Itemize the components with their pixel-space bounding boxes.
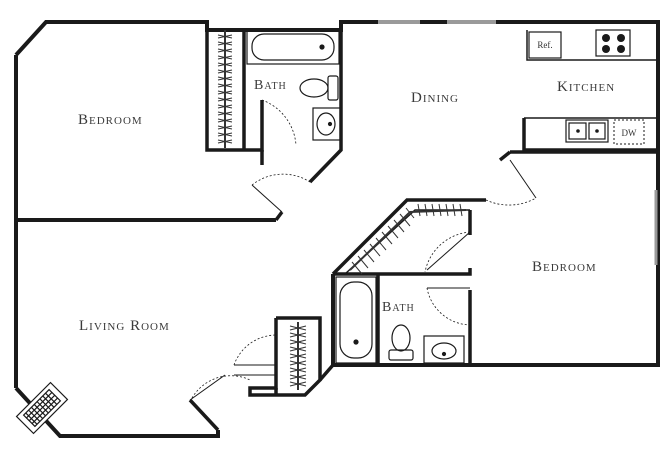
room-label-kitchen: Kitchen	[557, 79, 616, 95]
toilet-2	[388, 324, 414, 361]
room-label-bedroom-2: Bedroom	[532, 259, 597, 275]
room-label-dining: Dining	[411, 90, 459, 106]
sink-2	[423, 335, 465, 364]
door-leaves	[234, 159, 537, 376]
room-label-bedroom-1: Bedroom	[78, 112, 143, 128]
windows	[378, 20, 658, 265]
bathtub-1	[246, 29, 340, 65]
stove	[595, 29, 631, 57]
room-label-living-room: Living Room	[79, 318, 170, 334]
closet-bedroom-2	[349, 203, 467, 275]
closet-bedroom-1	[217, 30, 233, 148]
dishwasher-label: DW	[622, 128, 637, 138]
toilet-1	[299, 75, 339, 101]
door-swings	[191, 99, 537, 399]
refrigerator: Ref.	[528, 31, 562, 59]
refrigerator-label: Ref.	[537, 40, 552, 50]
dishwasher: DW	[613, 119, 645, 145]
bathtub-2	[335, 276, 377, 364]
closet-living-room	[289, 322, 307, 390]
kitchen-sink	[565, 119, 609, 143]
room-label-bath-2: Bath	[382, 300, 415, 315]
sink-1	[312, 107, 342, 141]
fireplace	[15, 381, 69, 435]
room-label-bath-1: Bath	[254, 78, 287, 93]
interior-walls	[188, 28, 658, 432]
